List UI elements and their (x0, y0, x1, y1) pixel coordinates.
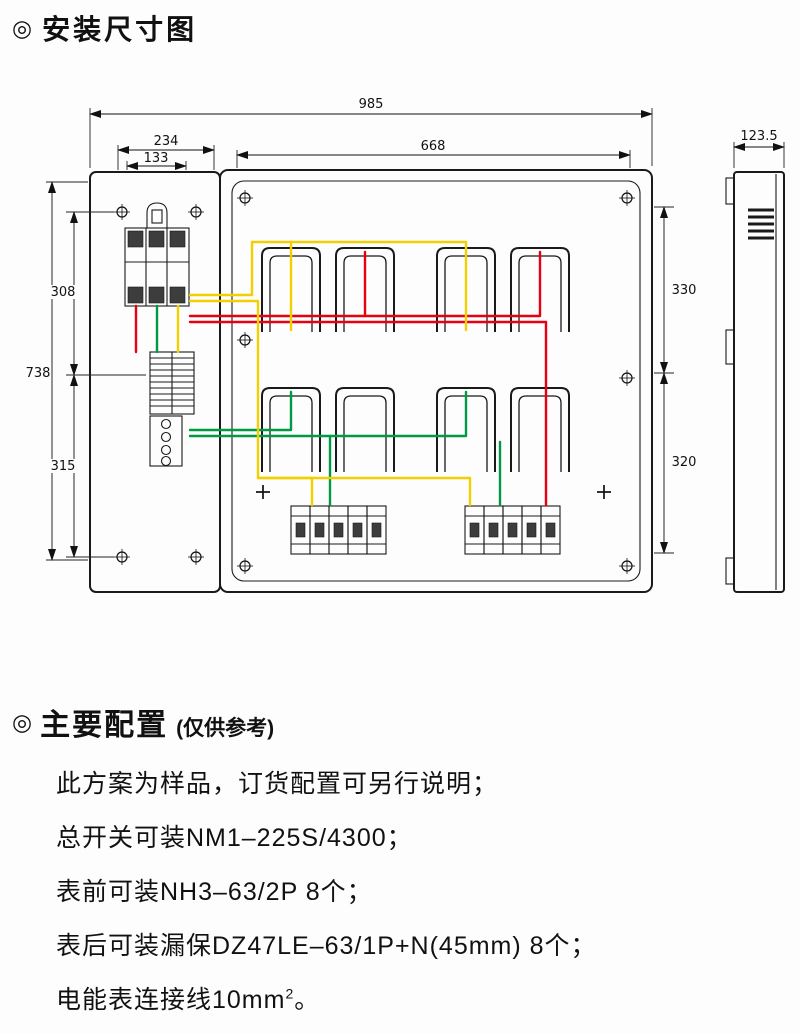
dim-label-123-5: 123.5 (740, 129, 777, 144)
side-view (725, 171, 785, 593)
mounting-hole (618, 189, 636, 207)
dim-breaker-mount-width: 133 (126, 151, 187, 170)
dim-label-985: 985 (359, 97, 384, 112)
dim-label-738: 738 (26, 366, 51, 381)
config-subtitle: (仅供参考) (176, 717, 275, 740)
mounting-hole (236, 189, 254, 207)
breaker-group-right (464, 505, 561, 555)
terminal-strip (149, 351, 195, 415)
meter-terminal-block (149, 415, 183, 467)
mounting-hole (187, 203, 205, 221)
front-view (89, 169, 653, 593)
config-line-5-text: 电能表连接线10mm (56, 986, 286, 1014)
mounting-hole (187, 548, 205, 566)
mounting-hole (618, 369, 636, 387)
dim-left-heights: 308 315 (48, 211, 146, 558)
mounting-hole (113, 548, 131, 566)
config-line-1: 此方案为样品，订货配置可另行说明； (56, 770, 499, 798)
mounting-hole (236, 331, 254, 349)
dim-label-320: 320 (672, 455, 697, 470)
config-title: 主要配置 (40, 709, 169, 742)
catalog-page: ◎ 安装尺寸图 (12, 8, 785, 1014)
installation-dimension-drawing: 985 234 133 668 (26, 97, 785, 593)
dimension-annotations: 985 234 133 668 (26, 97, 785, 561)
dim-label-234: 234 (154, 134, 179, 149)
dim-total-height: 738 (26, 181, 88, 561)
mounting-hole (113, 203, 131, 221)
left-compartment (89, 171, 221, 593)
dim-label-315: 315 (51, 459, 76, 474)
page-title: 安装尺寸图 (42, 14, 198, 45)
vent-slots (748, 208, 774, 240)
dim-left-section-width: 234 (117, 134, 215, 170)
breaker-group-left (290, 505, 387, 555)
meter-loops-row2 (261, 387, 570, 473)
main-breaker (124, 202, 190, 307)
bullseye-icon: ◎ (12, 708, 33, 735)
mounting-hole (236, 557, 254, 575)
config-line-5: 电能表连接线10mm2。 (56, 980, 788, 1016)
config-line-5-superscript: 2 (285, 985, 295, 1002)
config-header: ◎ 主要配置 (仅供参考) (12, 700, 788, 744)
dim-total-width: 985 (89, 97, 653, 168)
main-config-section: ◎ 主要配置 (仅供参考) 此方案为样品，订货配置可另行说明； 总开关可装NM1–… (12, 700, 788, 1034)
bullseye-icon: ◎ (12, 14, 33, 41)
dim-label-133: 133 (144, 151, 169, 166)
screw-mark (596, 484, 612, 500)
config-line-3: 表前可装NH3–63/2P 8个； (56, 878, 373, 906)
wiring (134, 240, 548, 507)
meter-compartment (219, 169, 653, 593)
page-header: ◎ 安装尺寸图 (12, 8, 197, 48)
dim-label-308: 308 (51, 285, 76, 300)
config-line-4: 表后可装漏保DZ47LE–63/1P+N(45mm) 8个； (56, 932, 597, 960)
screw-mark (255, 484, 271, 500)
mounting-hole (618, 557, 636, 575)
dim-label-330: 330 (672, 283, 697, 298)
config-line-5-period: 。 (294, 986, 321, 1014)
dim-meter-section-width: 668 (236, 139, 631, 168)
dim-side-depth: 123.5 (733, 129, 785, 168)
dim-right-heights: 330 320 (654, 206, 697, 554)
config-line-2: 总开关可装NM1–225S/4300； (56, 824, 413, 852)
meter-loops-row1 (261, 247, 570, 333)
dim-label-668: 668 (421, 139, 446, 154)
